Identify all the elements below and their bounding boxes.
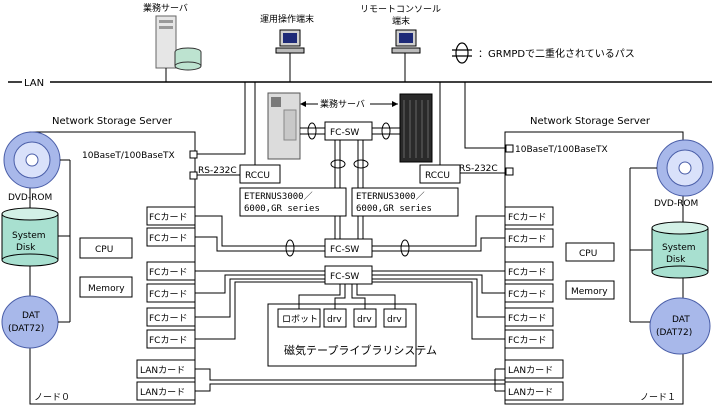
cpu-box: [79, 237, 133, 259]
memory-box: [565, 280, 615, 300]
business-server-top-label: 業務サーバ: [143, 2, 188, 14]
right-node-title: Network Storage Server: [530, 116, 651, 127]
left-fc-card-5: FCカード: [149, 313, 187, 324]
right-node-label: ノード１: [640, 393, 676, 403]
fc-sw-low-label: FC-SW: [330, 272, 359, 282]
left-lan-card-1: LANカード: [140, 365, 185, 376]
left-fc-card-1: FCカード: [149, 212, 187, 223]
drv-2: drv: [357, 315, 372, 325]
right-disk-label-1: System: [662, 243, 696, 253]
lan-bus: LAN: [8, 78, 712, 89]
fc-switch-top: [324, 121, 373, 141]
business-server-top: 業務サーバ: [143, 2, 202, 82]
eternus-left-label-1: ETERNUS3000／: [244, 191, 313, 202]
system-disk-icon: [1, 207, 59, 221]
fc-switch-mid: [324, 238, 373, 258]
right-fc-card-5: FCカード: [508, 313, 546, 324]
server-tower-icon: [155, 15, 177, 69]
left-dat-label-1: DAT: [22, 311, 40, 321]
left-disk-label-2: Disk: [16, 243, 36, 253]
right-fc-card-1: FCカード: [508, 212, 546, 223]
right-fc-card-4: FCカード: [508, 289, 546, 300]
left-dvd-label: DVD-ROM: [8, 193, 52, 203]
left-node: Network Storage Server ノード０ DVD-ROM Syst…: [1, 82, 281, 405]
left-memory-label: Memory: [88, 284, 125, 294]
right-fc-card-2: FCカード: [508, 234, 546, 245]
right-node: Network Storage Server ノード１ DVD-ROM Syst…: [419, 82, 714, 405]
robot-label: ロボット: [282, 314, 318, 325]
memory-box: [79, 276, 133, 298]
right-dat-label-2: (DAT72): [656, 328, 692, 338]
eternus-right: [351, 187, 459, 217]
eternus-left: [239, 187, 347, 217]
dat-icon: [1, 295, 59, 349]
right-lan-card-1: LANカード: [508, 365, 553, 376]
lan-port: [189, 150, 198, 159]
ops-terminal: 運用操作端末: [260, 13, 314, 82]
ops-terminal-label: 運用操作端末: [260, 13, 314, 25]
grmpd-path-symbol: [455, 42, 469, 64]
right-lan-card-2: LANカード: [508, 387, 553, 398]
disk-icon: [174, 61, 202, 71]
left-fc-card-3: FCカード: [149, 267, 187, 278]
left-lan-card-2: LANカード: [140, 387, 185, 398]
right-dat-label-1: DAT: [672, 315, 690, 325]
lan-label: LAN: [24, 78, 44, 89]
center-business-server-label: 業務サーバ: [320, 98, 365, 110]
left-rccu-label: RCCU: [245, 171, 270, 181]
left-disk-label-1: System: [12, 231, 46, 241]
left-rs232c-label: RS-232C: [198, 166, 237, 176]
fc-sw-mid-label: FC-SW: [330, 245, 359, 255]
right-rccu-label: RCCU: [425, 171, 450, 181]
eternus-right-label-1: ETERNUS3000／: [356, 191, 425, 202]
legend: ：GRMPDで二重化されているパス: [452, 42, 635, 64]
cpu-box: [565, 242, 615, 262]
right-dvd-label: DVD-ROM: [654, 199, 698, 209]
right-cpu-label: CPU: [579, 249, 597, 259]
right-disk-label-2: Disk: [666, 255, 686, 265]
drv-1: drv: [327, 315, 342, 325]
system-disk-icon: [651, 221, 709, 235]
left-node-label: ノード０: [34, 393, 70, 403]
left-fc-card-2: FCカード: [149, 233, 187, 244]
dat-icon: [649, 297, 711, 355]
right-rs232c-label: RS-232C: [459, 164, 498, 174]
tape-library-label: 磁気テープライブラリシステム: [284, 343, 437, 357]
left-dat-label-2: (DAT72): [8, 324, 44, 334]
right-memory-label: Memory: [571, 287, 608, 297]
eternus-left-label-2: 6000,GR series: [244, 204, 320, 214]
rs232c-port: [189, 171, 198, 180]
remote-console-label-2: 端末: [392, 15, 410, 27]
right-lan-port-label: 10BaseT/100BaseTX: [515, 145, 608, 155]
eternus-right-label-2: 6000,GR series: [356, 204, 432, 214]
remote-console-label: リモートコンソール: [360, 5, 441, 15]
left-cpu-label: CPU: [95, 245, 113, 255]
fc-paths: [195, 215, 505, 392]
left-fc-card-6: FCカード: [149, 335, 187, 346]
center-servers: 業務サーバ FC-SW ETERNUS3000／ 6000,GR series …: [239, 92, 459, 367]
right-fc-card-3: FCカード: [508, 267, 546, 278]
left-lan-port-label: 10BaseT/100BaseTX: [82, 151, 175, 161]
rccu-box: [239, 164, 281, 184]
rs232c-port: [505, 167, 514, 176]
left-fc-card-4: FCカード: [149, 289, 187, 300]
legend-text: ：GRMPDで二重化されているパス: [478, 47, 635, 60]
fc-sw-top-label: FC-SW: [330, 128, 359, 138]
left-node-title: Network Storage Server: [52, 116, 173, 127]
lan-port: [505, 144, 514, 153]
drv-3: drv: [387, 315, 402, 325]
right-fc-card-6: FCカード: [508, 335, 546, 346]
remote-console-terminal: リモートコンソール 端末: [360, 5, 441, 82]
